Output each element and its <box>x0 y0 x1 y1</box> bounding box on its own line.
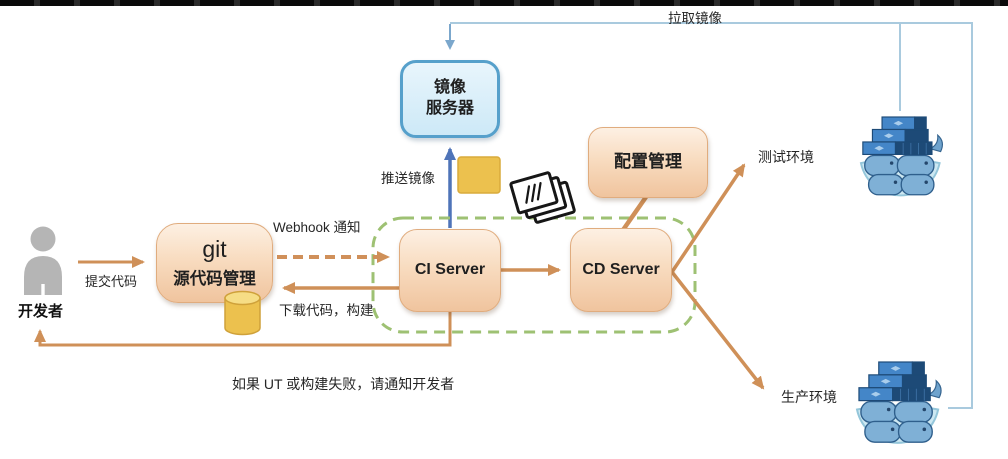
failure-note-label: 如果 UT 或构建失败，请通知开发者 <box>232 376 455 392</box>
git-subtitle: 源代码管理 <box>173 269 256 288</box>
ci-server-label: CI Server <box>414 261 486 279</box>
push-image-label: 推送镜像 <box>381 171 435 186</box>
image-server-node: 镜像 服务器 <box>400 60 500 138</box>
config-management-label: 配置管理 <box>614 152 682 172</box>
cd-server-node: CD Server <box>570 228 672 312</box>
ci-server-node: CI Server <box>399 229 501 312</box>
image-server-label-line1: 镜像 <box>433 79 466 97</box>
image-server-label-line2: 服务器 <box>425 100 474 117</box>
papers-stack-icon <box>509 171 576 224</box>
pull-image-loop-line <box>450 22 973 409</box>
prod-env-label: 生产环境 <box>781 389 837 405</box>
database-cylinder-icon <box>224 290 261 336</box>
developer-label: 开发者 <box>18 303 64 320</box>
git-title: git <box>202 236 227 263</box>
top-black-bar <box>0 0 1008 6</box>
docker-swarm-icon-prod <box>855 361 943 444</box>
docker-swarm-icon-test <box>859 116 944 197</box>
failure-feedback-arrow <box>34 312 452 347</box>
yellow-package-icon <box>457 156 501 194</box>
submit-code-label: 提交代码 <box>85 274 138 289</box>
developer-person-icon <box>24 226 62 295</box>
webhook-label: Webhook 通知 <box>273 220 361 235</box>
deploy-prod-arrow <box>670 270 765 390</box>
pull-image-label: 拉取镜像 <box>668 11 722 26</box>
git-scm-node: git 源代码管理 <box>156 223 273 303</box>
test-env-label: 测试环境 <box>758 149 814 165</box>
config-management-node: 配置管理 <box>588 127 708 198</box>
download-build-label: 下载代码，构建 <box>279 303 374 318</box>
config-to-cd-connector <box>621 195 648 232</box>
deploy-test-arrow <box>670 163 746 273</box>
cd-server-label: CD Server <box>582 260 660 278</box>
